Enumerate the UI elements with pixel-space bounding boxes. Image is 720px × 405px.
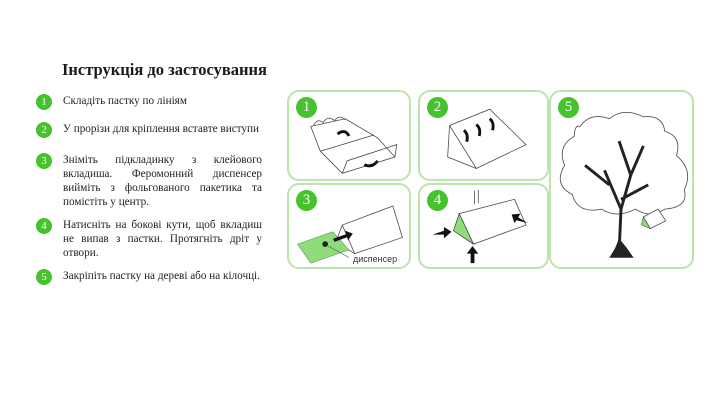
page-title: Інструкція до застосування <box>62 60 267 79</box>
panel-press-corners: 4 <box>418 183 549 269</box>
step-text: Складіть пастку по лініям <box>63 95 187 107</box>
step-number: 4 <box>36 218 52 234</box>
dispenser-illustration <box>297 205 403 264</box>
tree-illustration <box>559 111 689 258</box>
step-text: Зніміть підкладинку з клейового вкладиша… <box>63 154 262 208</box>
step-2: 2 У прорізи для кріплення вставте виступ… <box>36 122 262 138</box>
step-3: 3 Зніміть підкладинку з клейового вклади… <box>36 153 262 209</box>
step-text: У прорізи для кріплення вставте виступи <box>63 123 259 135</box>
panel-number: 3 <box>296 190 317 211</box>
panel-tree: 5 <box>549 90 694 269</box>
step-text: Натисніть на бокові кути, щоб вкладиш не… <box>63 219 262 259</box>
step-1: 1 Складіть пастку по лініям <box>36 94 262 110</box>
dispenser-label: диспенсер <box>353 254 398 264</box>
step-4: 4 Натисніть на бокові кути, щоб вкладиш … <box>36 218 262 260</box>
panel-insert-tabs: 2 <box>418 90 549 181</box>
step-5: 5 Закріпіть пастку на дереві або на кіло… <box>36 269 262 285</box>
step-text: Закріпіть пастку на дереві або на кілочц… <box>63 270 260 282</box>
step-number: 1 <box>36 94 52 110</box>
fold-illustration <box>310 116 398 174</box>
panel-number: 5 <box>558 97 579 118</box>
tabs-illustration <box>447 108 527 169</box>
step-number: 2 <box>36 122 52 138</box>
panel-number: 2 <box>427 97 448 118</box>
press-illustration <box>432 189 528 264</box>
panel-fold-trap: 1 <box>287 90 411 181</box>
panel-number: 4 <box>427 190 448 211</box>
panel-dispenser: 3 диспенсер <box>287 183 411 269</box>
step-number: 3 <box>36 153 52 169</box>
step-number: 5 <box>36 269 52 285</box>
panel-number: 1 <box>296 97 317 118</box>
